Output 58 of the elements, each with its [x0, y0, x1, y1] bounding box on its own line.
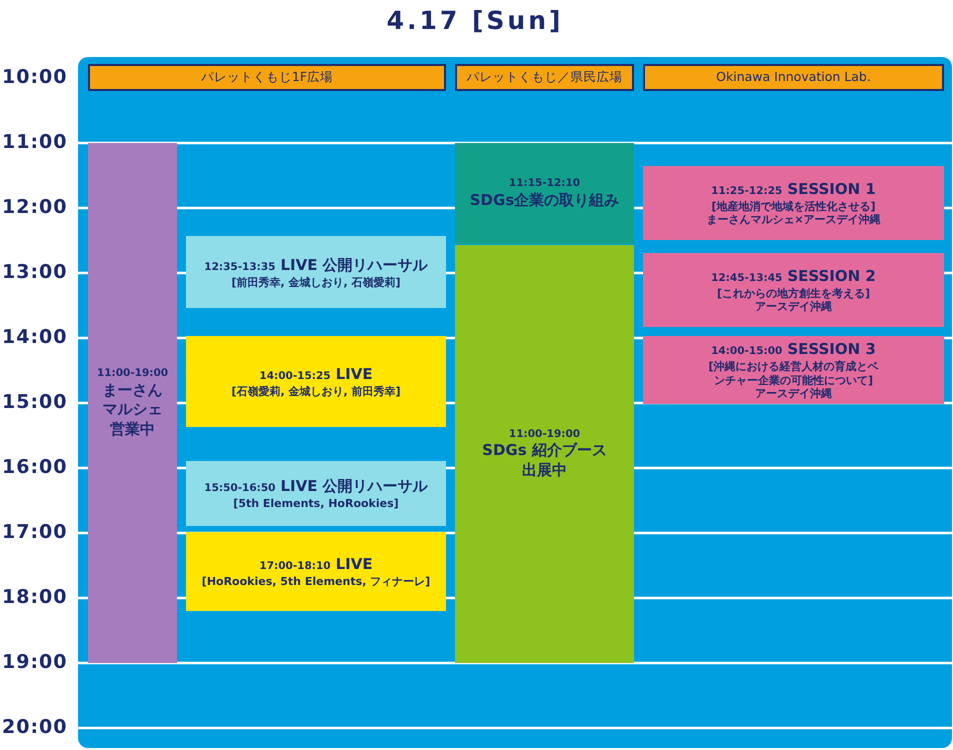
performer-list: [HoRookies, 5th Elements, フィナーレ] — [196, 575, 436, 589]
time-range: 12:35-13:35 — [204, 260, 276, 273]
performer-list: アースデイ沖縄 — [749, 300, 838, 314]
venue-header — [88, 64, 446, 91]
session-block — [643, 253, 944, 327]
performer-list: [5th Elements, HoRookies] — [227, 497, 405, 511]
live-block — [186, 532, 446, 611]
event-title: LIVE — [336, 365, 373, 384]
event-title: SDGs企業の取り組み — [470, 190, 620, 210]
venue-header — [643, 64, 944, 91]
time-label: 20:00 — [2, 716, 68, 738]
time-label: 12:00 — [2, 196, 68, 218]
event-topic: [地産地消で地域を活性化させる] — [710, 200, 877, 214]
event-title: SDGs 紹介ブース出展中 — [481, 441, 608, 480]
time-range: 17:00-18:10 — [259, 560, 331, 572]
time-label: 11:00 — [2, 131, 68, 153]
time-label: 15:00 — [2, 391, 68, 413]
rehearsal-block — [186, 461, 446, 526]
sdgs-block — [455, 143, 634, 244]
performer-list: [前田秀幸, 金城しおり, 石嶺愛莉] — [225, 276, 407, 290]
time-range: 12:45-13:45 — [711, 272, 782, 284]
venue-name: パレットくもじ1F広場 — [200, 69, 334, 86]
time-label: 17:00 — [2, 521, 68, 543]
time-range: 11:25-12:25 — [711, 184, 782, 197]
booth-block — [455, 245, 634, 663]
event-title: LIVE — [336, 555, 373, 574]
venue-header — [455, 64, 634, 91]
time-range: 11:00-19:00 — [96, 366, 168, 381]
event-title: まーさんマルシェ営業中 — [102, 380, 164, 440]
venue-name: Okinawa Innovation Lab. — [716, 69, 871, 86]
event-title: LIVE 公開リハーサル — [280, 256, 428, 274]
event-title: SESSION 2 — [787, 266, 876, 285]
time-range: 11:00-19:00 — [508, 428, 580, 442]
time-label: 10:00 — [2, 66, 68, 88]
time-label: 16:00 — [2, 456, 68, 478]
time-range: 14:00-15:00 — [711, 344, 782, 357]
session-block — [643, 166, 944, 240]
time-label: 19:00 — [2, 651, 68, 673]
performer-list: [石嶺愛莉, 金城しおり, 前田秀幸] — [225, 385, 407, 399]
session-block — [643, 336, 944, 404]
performer-list: アースデイ沖縄 — [749, 387, 838, 402]
event-title: LIVE 公開リハーサル — [280, 477, 428, 496]
time-range: 14:00-15:25 — [259, 370, 331, 382]
schedule-title: 4.17 [Sun] — [386, 6, 564, 35]
market-block — [88, 143, 177, 663]
time-range: 11:15-12:10 — [508, 176, 580, 191]
performer-list: まーさんマルシェ×アースデイ沖縄 — [700, 213, 887, 228]
time-label: 13:00 — [2, 261, 68, 283]
event-topic: [これからの地方創生を考える] — [716, 286, 872, 300]
event-title: SESSION 3 — [787, 340, 876, 358]
time-label: 18:00 — [2, 586, 68, 608]
live-block — [186, 336, 446, 427]
venue-name: パレットくもじ／県民広場 — [466, 69, 622, 86]
time-range: 15:50-16:50 — [204, 482, 276, 494]
rehearsal-block — [186, 236, 446, 308]
time-label: 14:00 — [2, 326, 68, 348]
event-title: SESSION 1 — [787, 180, 876, 198]
event-topic: [沖縄における経営人材の育成とベンチャー企業の可能性について] — [707, 360, 880, 388]
